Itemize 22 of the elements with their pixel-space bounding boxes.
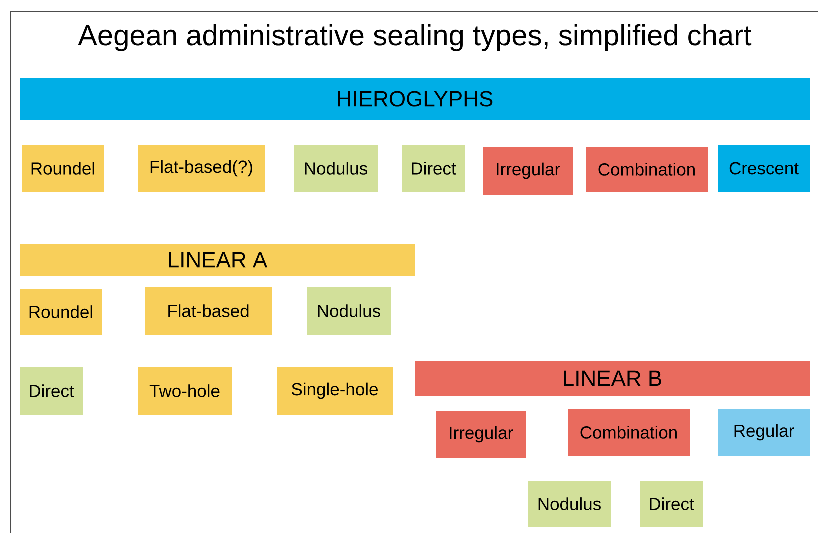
- sealing-type-box: Flat-based(?): [138, 145, 265, 192]
- sealing-type-box: Irregular: [436, 411, 526, 458]
- sealing-type-box: Irregular: [483, 147, 573, 195]
- script-band: LINEAR A: [20, 244, 415, 276]
- sealing-type-box: Regular: [718, 409, 810, 456]
- script-band: HIEROGLYPHS: [20, 78, 810, 120]
- sealing-type-box: Combination: [568, 409, 690, 456]
- chart-title: Aegean administrative sealing types, simplified chart: [78, 24, 752, 52]
- sealing-type-box: Single-hole: [277, 367, 393, 415]
- sealing-type-box: Roundel: [22, 145, 104, 192]
- sealing-type-box: Crescent: [718, 145, 810, 192]
- sealing-type-box: Nodulus: [307, 287, 391, 335]
- sealing-type-box: Flat-based: [145, 287, 272, 335]
- sealing-type-box: Nodulus: [294, 145, 378, 192]
- sealing-type-box: Roundel: [20, 289, 102, 335]
- sealing-type-box: Nodulus: [528, 481, 611, 527]
- sealing-type-box: Direct: [640, 481, 703, 527]
- sealing-type-box: Direct: [20, 367, 83, 415]
- sealing-type-box: Direct: [402, 145, 465, 192]
- sealing-type-box: Combination: [586, 147, 708, 192]
- script-band: LINEAR B: [415, 361, 810, 396]
- sealing-type-box: Two-hole: [138, 367, 232, 415]
